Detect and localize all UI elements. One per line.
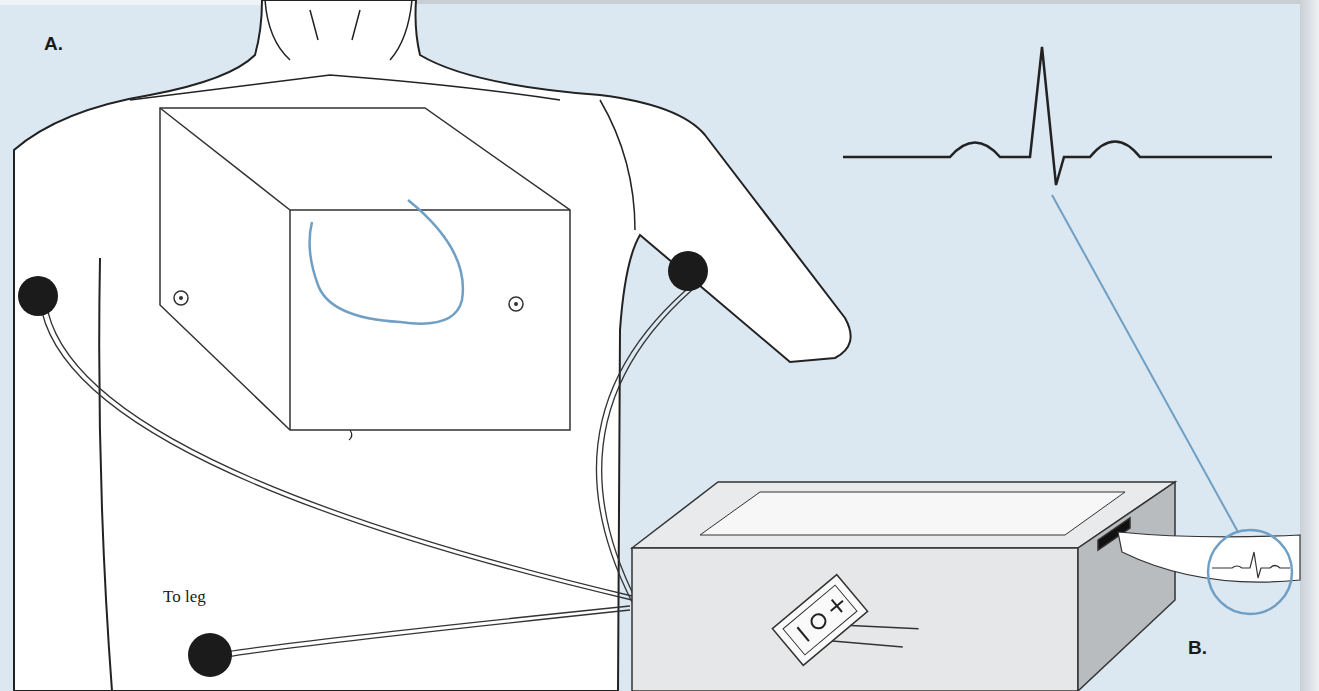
heart-cube [160,108,570,430]
ecg-machine [632,482,1175,691]
mini-ecg-trace [1212,552,1290,578]
ecg-trace [843,47,1272,185]
electrode [668,251,708,291]
clavicle-line [130,75,560,100]
minus-terminal [174,291,188,305]
torso-side [99,258,112,691]
terminal-dot [514,302,518,306]
neck-line [390,0,412,60]
terminal-dot [179,296,183,300]
zoom-circle [1208,530,1292,614]
zoom-leader [1052,195,1238,532]
navel-mark [349,430,352,440]
plus-terminal [509,297,523,311]
edge-bar [1300,0,1319,691]
top-strip [0,0,1319,4]
electrode-wire [42,290,692,657]
throat-line [310,10,360,40]
shoulder-line [600,100,635,230]
electrode [18,276,58,316]
panel-letter: B. [1188,638,1207,659]
top-tab [0,0,300,5]
power-switch [772,557,921,691]
neck-line [265,0,290,60]
heart-outline [310,200,463,324]
electrode [188,633,232,677]
panel-letter: A. [44,34,63,55]
electrode-label: To leg [163,588,206,607]
